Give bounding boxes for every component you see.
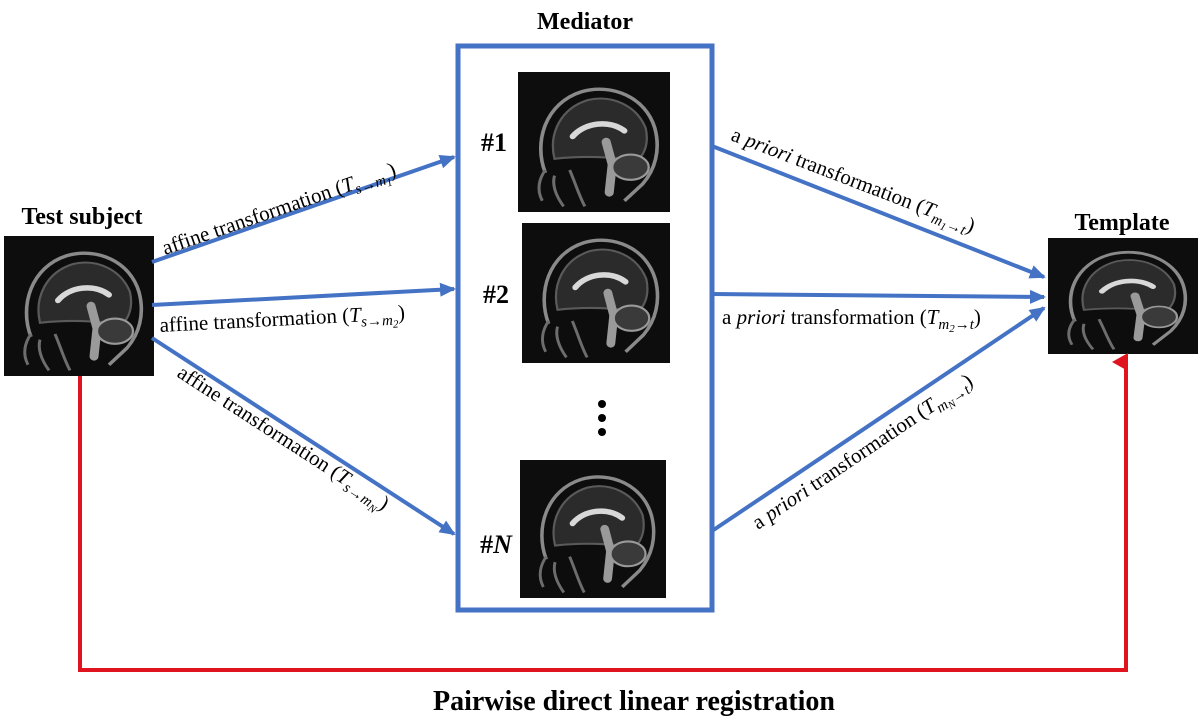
arrow-m2-to-template — [711, 289, 1046, 304]
label-affine-N: affine transformation (Ts→mN) — [170, 360, 394, 520]
label-priori-N: a priori transformation (TmN→t) — [747, 368, 980, 539]
arrow-m1-to-template — [711, 144, 1046, 279]
arrow-subject-to-m1 — [151, 154, 456, 264]
arrow-mN-to-template — [710, 306, 1046, 533]
mediator-image-1 — [518, 72, 670, 212]
label-affine-2: affine transformation (Ts→m2) — [159, 300, 406, 343]
mediator-item-1: #1 — [481, 128, 507, 157]
mediator-image-N — [520, 460, 666, 598]
mediator-item-N: #N — [480, 530, 513, 559]
test-subject-title: Test subject — [21, 204, 142, 230]
label-priori-2: a priori transformation (Tm2→t) — [722, 305, 981, 335]
mediator-ellipsis — [598, 400, 606, 436]
template-image — [1048, 238, 1198, 354]
arrow-subject-to-mN — [150, 336, 456, 536]
mediator-title: Mediator — [537, 9, 633, 35]
direct-registration-path — [78, 353, 1128, 672]
arrow-subject-to-m2 — [151, 282, 456, 307]
mediator-item-2: #2 — [483, 280, 509, 309]
label-affine-1: affine transformation (Ts→m1) — [159, 157, 401, 265]
template-title: Template — [1074, 210, 1169, 236]
mediator-box — [455, 43, 715, 613]
mediator-image-2 — [522, 223, 670, 363]
label-priori-1: a priori transformation (Tm1→t) — [726, 122, 978, 243]
direct-registration-label: Pairwise direct linear registration — [433, 686, 835, 717]
test-subject-image — [4, 236, 154, 376]
